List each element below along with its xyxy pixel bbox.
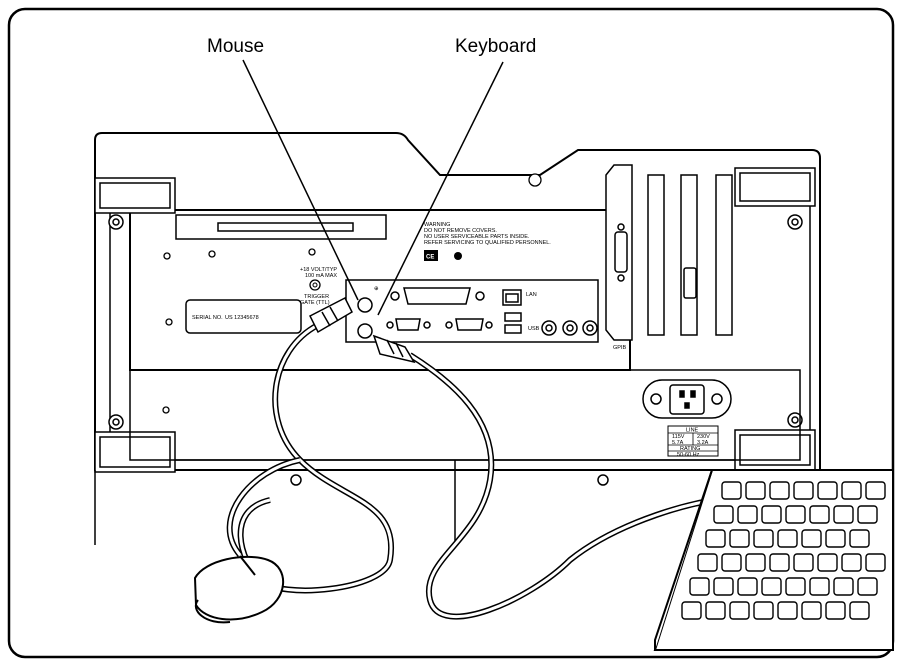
keycap [721, 553, 742, 572]
keycap [705, 529, 726, 548]
keycap [841, 481, 862, 500]
keycap [801, 529, 822, 548]
mouse-leader-line [242, 59, 359, 301]
keycap [809, 577, 830, 596]
keycap [825, 529, 846, 548]
keycap [849, 601, 870, 620]
gpib-label: GPIB [613, 345, 626, 351]
line-table-title: LINE [686, 428, 699, 434]
keycap [745, 553, 766, 572]
mouse-plug [308, 296, 353, 334]
keycap [785, 577, 806, 596]
chassis-handles [94, 167, 816, 473]
mouse-callout: Mouse [207, 36, 265, 57]
keycap [841, 553, 862, 572]
gpib-connector-icon [614, 231, 628, 273]
keycap [801, 601, 822, 620]
keycap [745, 481, 766, 500]
keyboard-keys [681, 481, 886, 620]
keycap [697, 553, 718, 572]
usb-port-1-icon [504, 312, 522, 322]
keyboard-leader-line [377, 61, 504, 316]
keycap [721, 481, 742, 500]
keycap [777, 529, 798, 548]
keyboard-cable [408, 352, 721, 620]
keycap [737, 505, 758, 524]
trigger-label-2: GATE (TTL) [300, 300, 330, 306]
parallel-port-icon [403, 287, 471, 305]
keycap [817, 481, 838, 500]
serial-port-2-icon [455, 318, 484, 331]
keycap [857, 505, 878, 524]
keycap [825, 601, 846, 620]
keycap [729, 601, 750, 620]
volt-note-1: +18 VOLT/TYP [300, 267, 337, 273]
volt-note-2: 100 mA MAX [305, 273, 337, 279]
keycap [793, 553, 814, 572]
ground-symbol-icon [454, 252, 462, 260]
line-table-v2: 230V [697, 434, 710, 440]
keyboard-plug [372, 334, 416, 364]
keycap [809, 505, 830, 524]
serial-tag: SERIAL NO. US 12345678 [185, 299, 302, 334]
serial-port-1-icon [395, 318, 421, 331]
keycap [769, 553, 790, 572]
keyboard-port-icon [357, 323, 373, 339]
keycap [761, 577, 782, 596]
drive-bay [175, 214, 387, 240]
keycap [769, 481, 790, 500]
warning-line-4: REFER SERVICING TO QUALIFIED PERSONNEL. [424, 240, 551, 246]
keycap [681, 601, 702, 620]
io-panel: ⊕ [345, 279, 599, 343]
keycap [737, 577, 758, 596]
trigger-label-1: TRIGGER [304, 294, 329, 300]
keycap [793, 481, 814, 500]
keycap [729, 529, 750, 548]
keycap [761, 505, 782, 524]
warning-line-2: DO NOT REMOVE COVERS. [424, 228, 497, 234]
mouse-icon [193, 555, 284, 624]
warning-line-1: WARNING [424, 222, 450, 228]
keyboard-callout: Keyboard [455, 36, 537, 57]
keycap [857, 577, 878, 596]
trigger-input: +18 VOLT/TYP 100 mA MAX TRIGGER GATE (TT… [300, 267, 337, 306]
line-table-v1: 115V [672, 434, 685, 440]
lan-label: LAN [526, 292, 537, 298]
usb-port-2-icon [504, 324, 522, 334]
line-rating-table: LINE 115V 230V 5.7A 3.2A RATING 50-60 Hz [667, 425, 719, 458]
serial-label: SERIAL NO. [192, 315, 223, 321]
keycap [713, 577, 734, 596]
keycap [833, 577, 854, 596]
screw-holes [162, 173, 542, 414]
serial-value: US 12345678 [225, 315, 259, 321]
usb-label: USB [528, 326, 540, 332]
keycap [833, 505, 854, 524]
line-table-freq: 50-60 Hz [677, 452, 700, 458]
lower-chassis [94, 369, 801, 545]
keycap [753, 601, 774, 620]
power-inlet [642, 379, 732, 419]
line-table-a1: 5.7A [672, 440, 684, 446]
ce-mark: CE [426, 255, 434, 261]
keycap [865, 481, 886, 500]
keycap [849, 529, 870, 548]
warning-label: WARNING DO NOT REMOVE COVERS. NO USER SE… [424, 222, 551, 261]
warning-line-3: NO USER SERVICEABLE PARTS INSIDE. [424, 234, 530, 240]
keycap [713, 505, 734, 524]
keycap [777, 601, 798, 620]
keycap [705, 601, 726, 620]
mouse-port-icon [357, 297, 373, 313]
keycap [785, 505, 806, 524]
vga-connector-icon [683, 267, 697, 299]
expansion-slots [605, 164, 733, 341]
svg-text:⊕: ⊕ [374, 286, 379, 292]
keycap [817, 553, 838, 572]
keycap [753, 529, 774, 548]
keycap [865, 553, 886, 572]
keycap [689, 577, 710, 596]
line-table-a2: 3.2A [697, 440, 709, 446]
line-table-rating: RATING [680, 446, 700, 452]
